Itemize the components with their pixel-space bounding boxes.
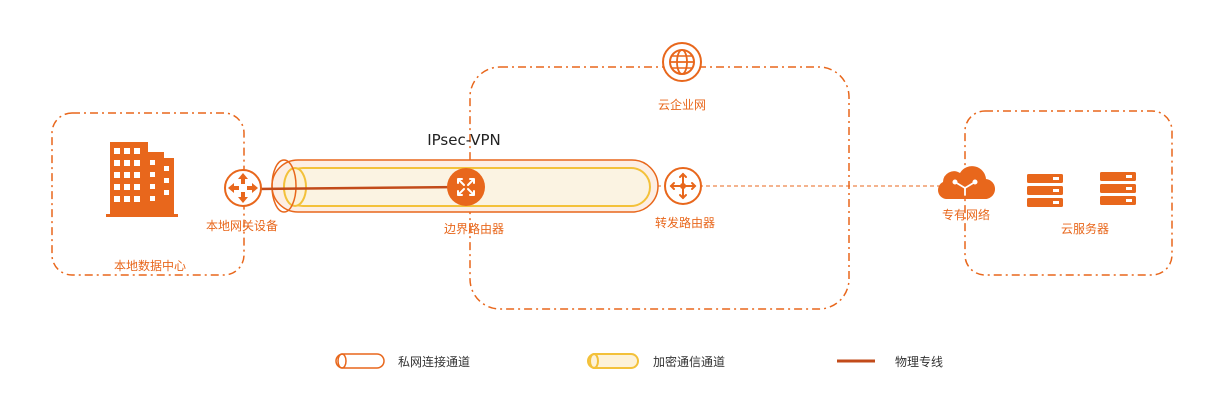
cloud-network-icon <box>938 166 996 200</box>
border-router-icon <box>447 168 485 206</box>
building-icon <box>106 142 178 217</box>
globe-network-icon <box>662 42 702 82</box>
legend-private-tunnel-symbol <box>335 353 385 369</box>
server-icon <box>1027 174 1063 207</box>
border-router-label: 边界路由器 <box>443 222 505 236</box>
physical-line <box>251 185 466 191</box>
local-gateway-label: 本地网关设备 <box>205 219 279 233</box>
cen-zone <box>469 66 850 310</box>
gateway-router-icon <box>224 169 262 207</box>
tunnel-title: IPsec-VPN <box>427 131 501 149</box>
cen-zone-label: 云企业网 <box>657 98 707 112</box>
transit-router-label: 转发路由器 <box>654 216 716 230</box>
legend-physical-line-label: 物理专线 <box>895 355 944 369</box>
cloud-server-label: 云服务器 <box>1060 222 1110 236</box>
legend-encrypted-tunnel-label: 加密通信通道 <box>653 355 726 369</box>
transit-router-icon <box>664 167 702 205</box>
legend-private-tunnel-label: 私网连接通道 <box>398 355 471 369</box>
vpc-label: 专有网络 <box>941 208 991 222</box>
legend-encrypted-tunnel-symbol <box>587 353 639 369</box>
local-datacenter-zone <box>51 112 245 276</box>
local-datacenter-label: 本地数据中心 <box>113 259 187 273</box>
cloud-server-zone <box>964 110 1173 276</box>
server-icon <box>1100 172 1136 205</box>
